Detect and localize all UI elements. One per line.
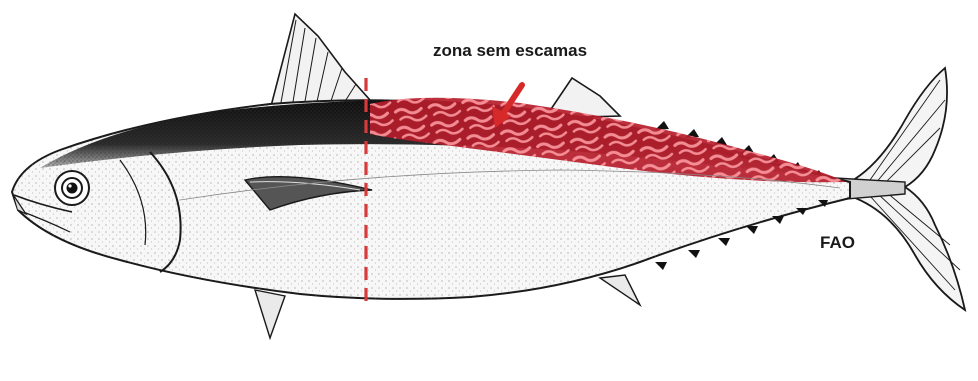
credit-label: FAO xyxy=(820,233,855,253)
annotation-label: zona sem escamas xyxy=(433,41,587,61)
pelvic-fin xyxy=(255,290,285,338)
anal-fin xyxy=(600,275,640,305)
eye xyxy=(55,171,89,205)
first-dorsal-fin xyxy=(270,14,370,110)
